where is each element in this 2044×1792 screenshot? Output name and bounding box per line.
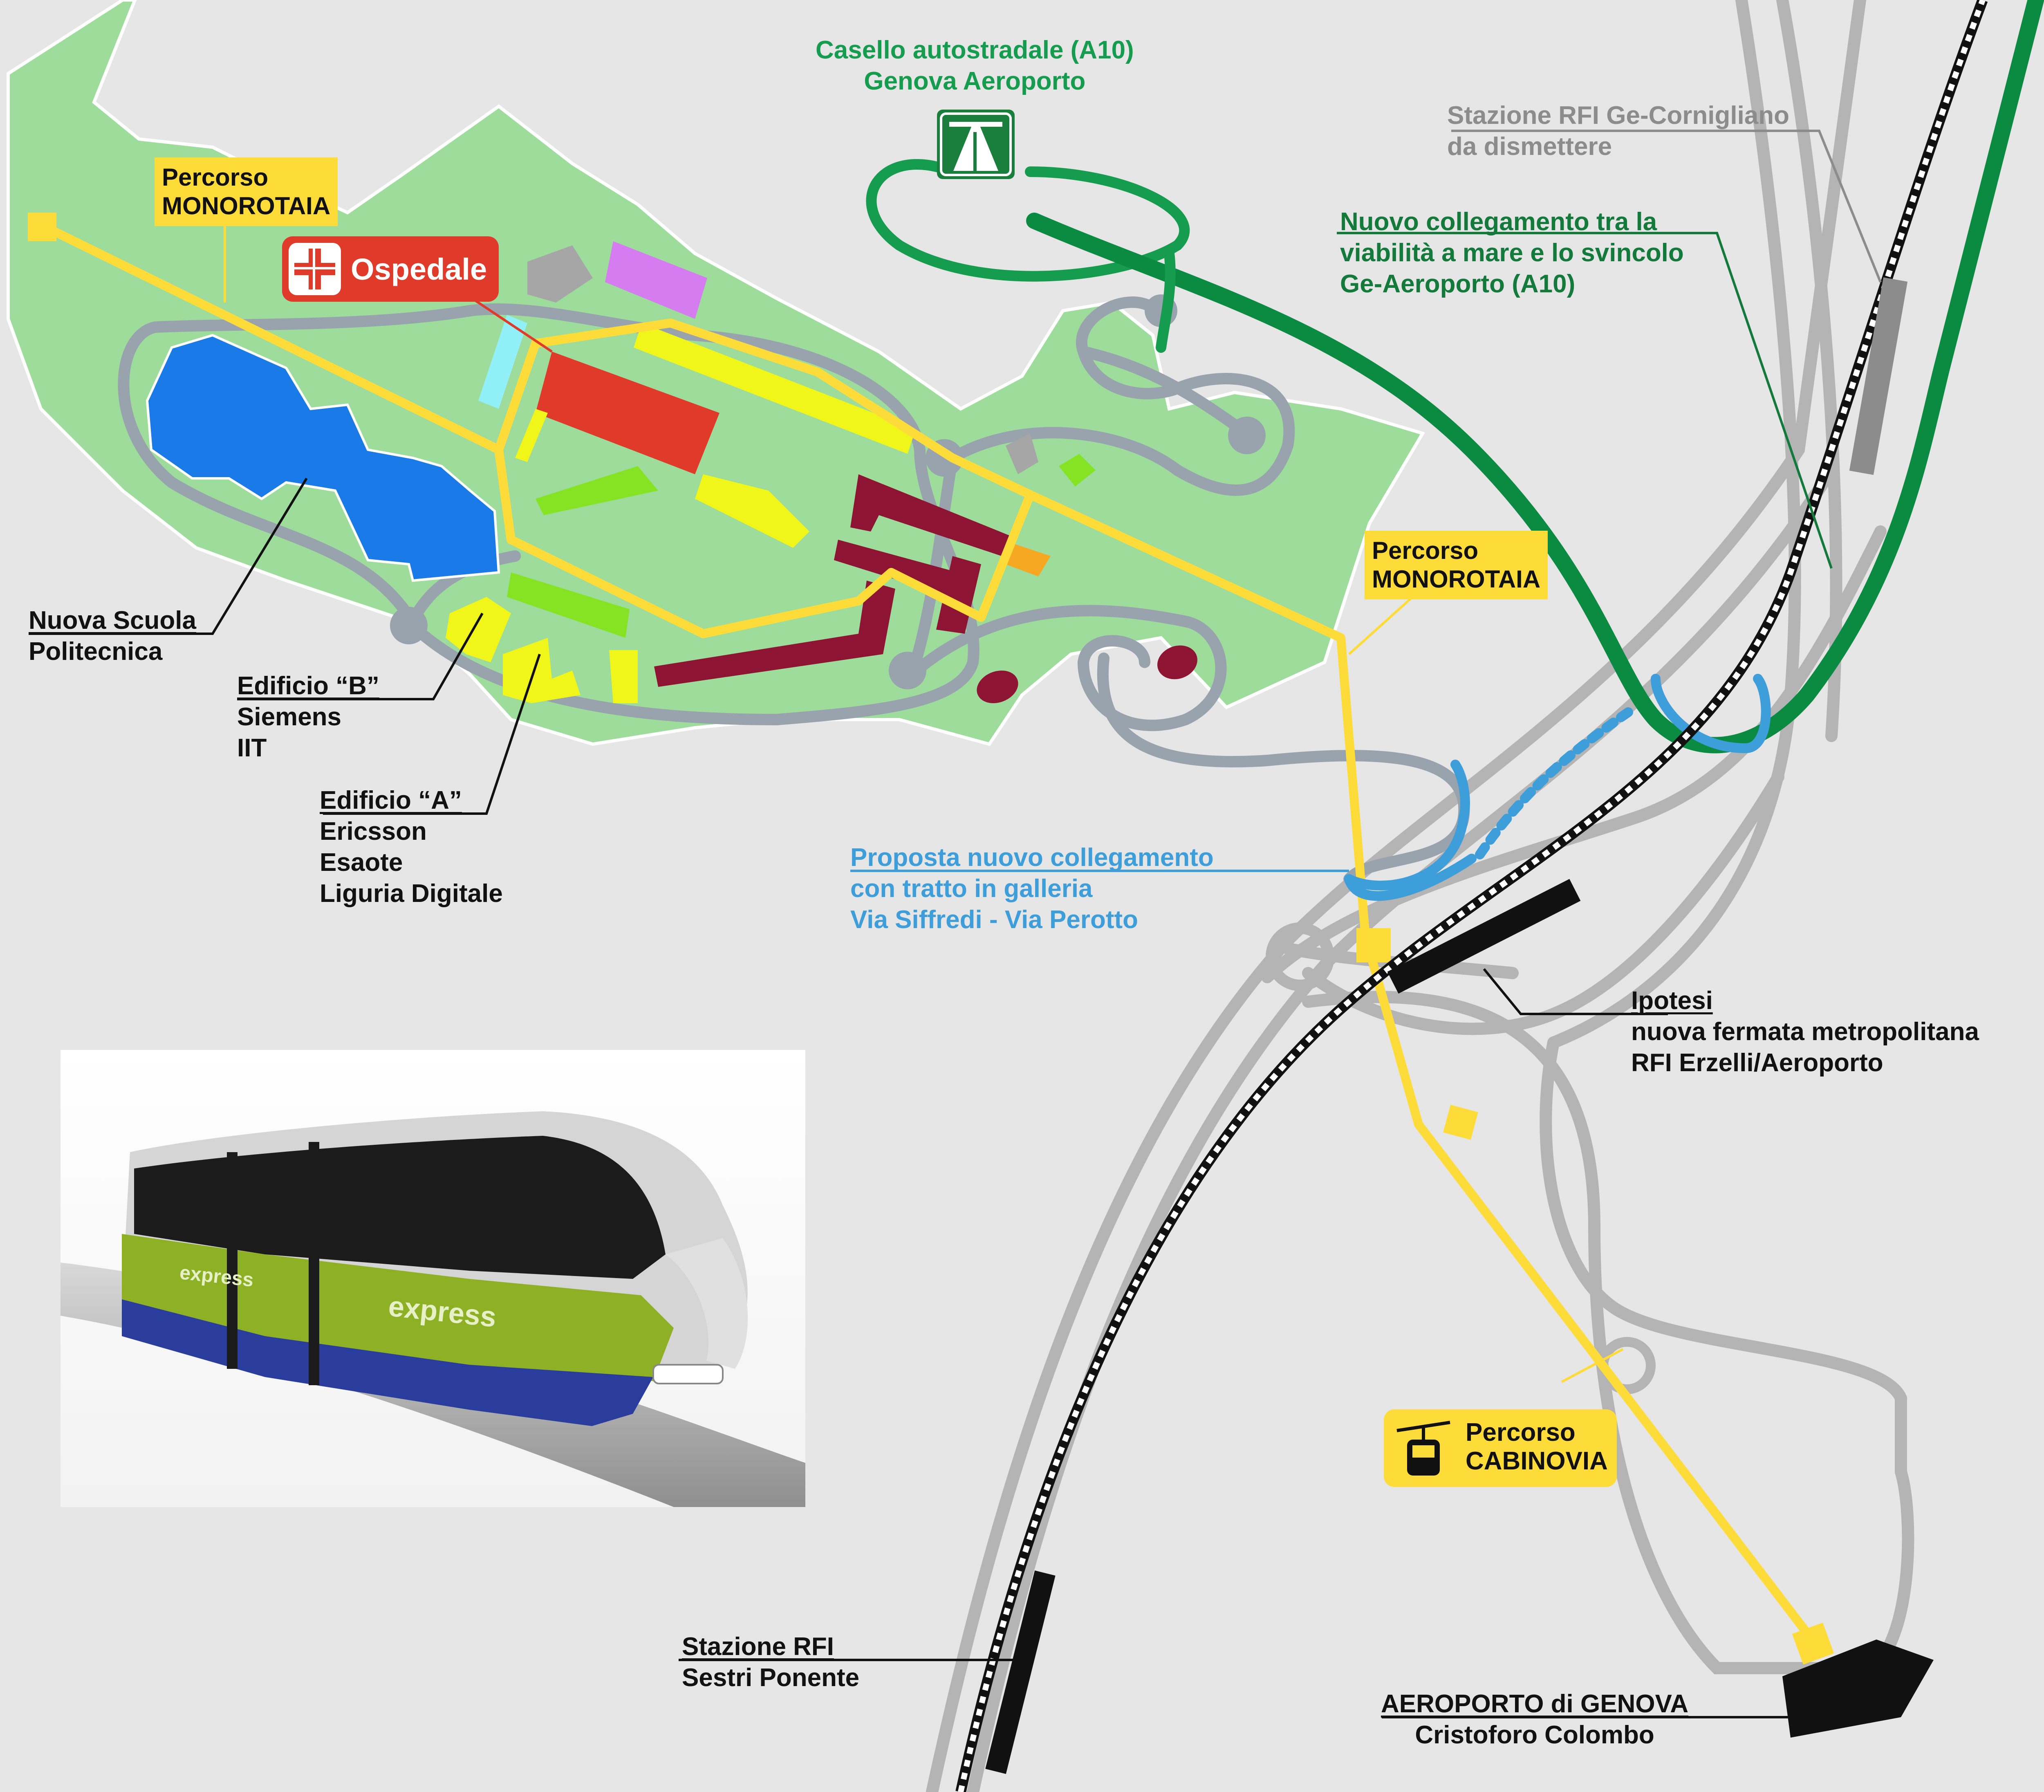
proposta-label: Proposta nuovo collegamento con tratto i… (850, 843, 1214, 934)
airport-terminal (1782, 1639, 1934, 1738)
leader-lines (29, 130, 1882, 1718)
gray-building (1006, 433, 1038, 474)
yellow-building (609, 650, 638, 703)
percorso-cabinovia-badge: Percorso CABINOVIA (1384, 1409, 1617, 1487)
lime-building (1059, 454, 1096, 487)
edificio-a-building (503, 638, 580, 703)
monorail-stops (28, 213, 1834, 1665)
yellow-building (634, 323, 916, 454)
motorway-link (866, 0, 2044, 754)
lime-building (536, 466, 658, 515)
percorso-monorotaia-label: Percorso MONOROTAIA (155, 157, 338, 226)
stazione-sestri-label: Stazione RFI Sestri Ponente (682, 1633, 860, 1692)
edificio-a-label: Edificio “A” Ericsson Esaote Liguria Dig… (320, 786, 503, 908)
lime-building (507, 572, 630, 638)
cyan-building (478, 315, 527, 409)
cornigliano-station-bar (1849, 277, 1908, 475)
monorail-train-image: express express (61, 1050, 805, 1507)
edificio-b-building (446, 597, 511, 662)
stazione-cornigliano-label: Stazione RFI Ge-Cornigliano da dismetter… (1447, 101, 1790, 161)
ipotesi-label: Ipotesi nuova fermata metropolitana RFI … (1631, 987, 1979, 1077)
train-blue-skirt (122, 1299, 653, 1426)
gray-building (527, 245, 593, 303)
nuova-scuola-politecnica-building (146, 334, 500, 582)
cable-car-icon (1396, 1421, 1450, 1476)
aeroporto-label: AEROPORTO di GENOVA Cristoforo Colombo (1381, 1690, 1689, 1749)
violet-building (605, 241, 707, 319)
ipotesi-station-bar (1387, 879, 1581, 994)
monorail-route (36, 220, 1820, 1648)
train-nose (666, 1238, 748, 1369)
yellow-building (695, 474, 809, 548)
proposed-tunnel-link (1344, 674, 1771, 901)
roundabout (1266, 922, 1334, 991)
nuova-scuola-label: Nuova Scuola Politecnica (29, 606, 196, 666)
train-door-pillars (227, 1142, 319, 1385)
edificio-b-label: Edificio “B” Siemens IIT (237, 672, 379, 762)
motorway-icon (937, 110, 1015, 179)
train-windows (134, 1136, 666, 1279)
train-headlight (652, 1364, 724, 1384)
yellow-building (515, 409, 548, 462)
sestri-station-bar (985, 1570, 1056, 1774)
orange-building (1006, 544, 1051, 576)
percorso-cabinovia-label: Percorso CABINOVIA (1466, 1418, 1608, 1475)
ospedale-badge: Ospedale (282, 236, 499, 302)
percorso-monorotaia-label: Percorso MONOROTAIA (1365, 531, 1548, 599)
motorway-icon-graphic (940, 112, 1012, 176)
hospital-building (536, 352, 719, 474)
nuovo-collegamento-label: Nuovo collegamento tra la viabilità a ma… (1340, 208, 1684, 298)
ospedale-label: Ospedale (351, 252, 487, 286)
casello-label: Casello autostradale (A10) Genova Aeropo… (816, 36, 1134, 95)
hospital-cross-icon (289, 243, 341, 295)
maroon-buildings (654, 474, 1197, 703)
